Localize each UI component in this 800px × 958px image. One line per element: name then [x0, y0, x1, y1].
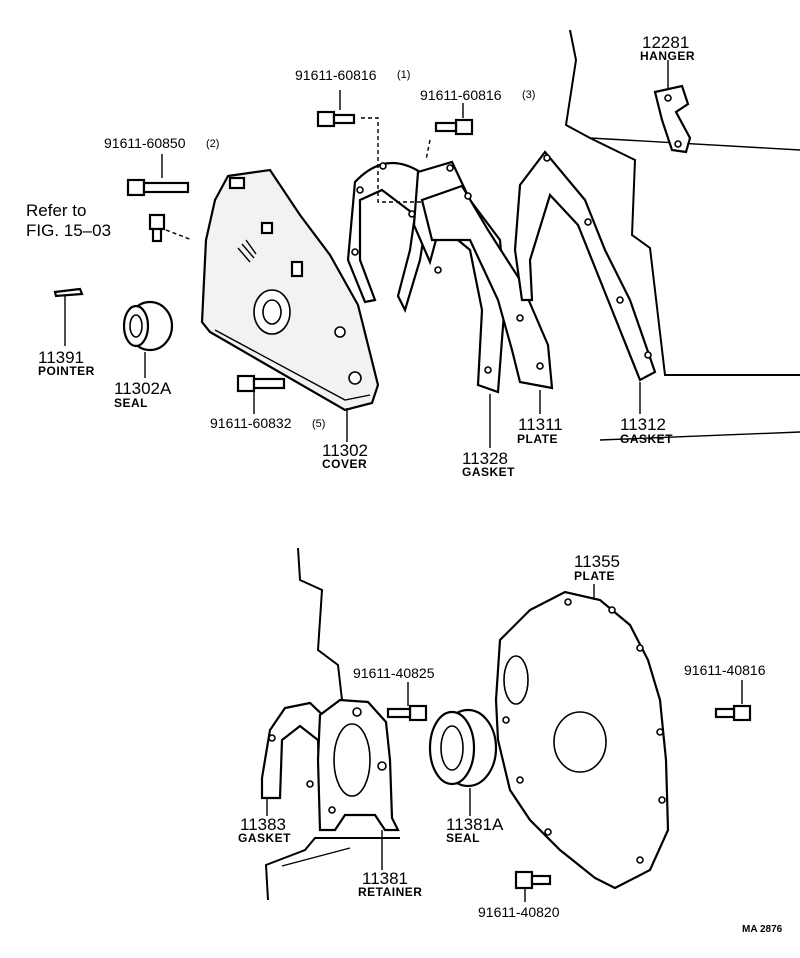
bolt-40820: [514, 870, 552, 890]
part-number-11391: 11391: [38, 348, 85, 367]
part-name-retainer: RETAINER: [358, 885, 423, 899]
part-name-gasket-11312: GASKET: [620, 432, 674, 446]
bolt-60850-2: [126, 178, 190, 197]
seal-11381A: [428, 708, 498, 788]
bolt-qty-1: (1): [397, 69, 411, 81]
bolt-number-60832: 91611-60832: [210, 415, 292, 431]
plate-11355: [494, 590, 670, 890]
part-name-cover: COVER: [322, 457, 368, 471]
seal-11302A: [122, 300, 174, 352]
part-number-11312: 11312: [620, 415, 667, 434]
reference-line-1: Refer to: [26, 201, 87, 220]
hanger-12281: [653, 60, 692, 154]
part-number-11381A: 11381A: [446, 815, 504, 834]
bolt-40825: [386, 704, 428, 722]
part-number-11302: 11302: [322, 441, 369, 460]
bolt-qty-5: (5): [312, 418, 326, 430]
part-name-pointer: POINTER: [38, 364, 95, 378]
plate-11311: [420, 184, 554, 390]
part-number-11311: 11311: [518, 415, 563, 434]
part-number-11383: 11383: [240, 815, 287, 834]
bolt-number-40816: 91611-40816: [684, 662, 766, 678]
part-name-gasket-11383: GASKET: [238, 831, 292, 845]
part-name-seal-upper: SEAL: [114, 396, 149, 410]
bolt-number-60816-1: 91611-60816: [295, 67, 377, 83]
part-number-11355: 11355: [574, 552, 621, 571]
bolt-number-60850: 91611-60850: [104, 135, 186, 151]
bolt-qty-3: (3): [522, 89, 536, 101]
part-number-12281: 12281: [642, 33, 690, 52]
part-name-plate-11311: PLATE: [517, 432, 558, 446]
bolt-number-40825: 91611-40825: [353, 665, 435, 681]
part-name-plate-11355: PLATE: [574, 569, 615, 583]
bolt-40816: [714, 704, 752, 722]
bolt-60816-3: [434, 118, 474, 136]
timing-cover-11302: [200, 168, 380, 412]
lower-block-outline: [264, 547, 400, 901]
part-name-gasket-11328: GASKET: [462, 465, 516, 479]
part-number-11381: 11381: [362, 869, 409, 888]
part-number-11302A: 11302A: [114, 379, 172, 398]
pointer-11391: [53, 287, 84, 298]
part-name-seal-lower: SEAL: [446, 831, 481, 845]
part-number-11328: 11328: [462, 449, 509, 468]
bolt-60832-5: [236, 374, 286, 393]
retainer-11381: [316, 698, 400, 832]
bolt-ref-15-03: [148, 213, 166, 243]
bolt-number-60816-3: 91611-60816: [420, 87, 502, 103]
engine-block-outline: [564, 29, 800, 441]
gasket-11312: [513, 150, 657, 382]
bolt-60816-1: [316, 110, 356, 128]
bolt-qty-2: (2): [206, 138, 220, 150]
figure-code: MA 2876: [742, 924, 783, 935]
bolt-number-40820: 91611-40820: [478, 904, 560, 920]
part-name-hanger: HANGER: [640, 49, 696, 63]
reference-line-2: FIG. 15–03: [26, 221, 112, 240]
